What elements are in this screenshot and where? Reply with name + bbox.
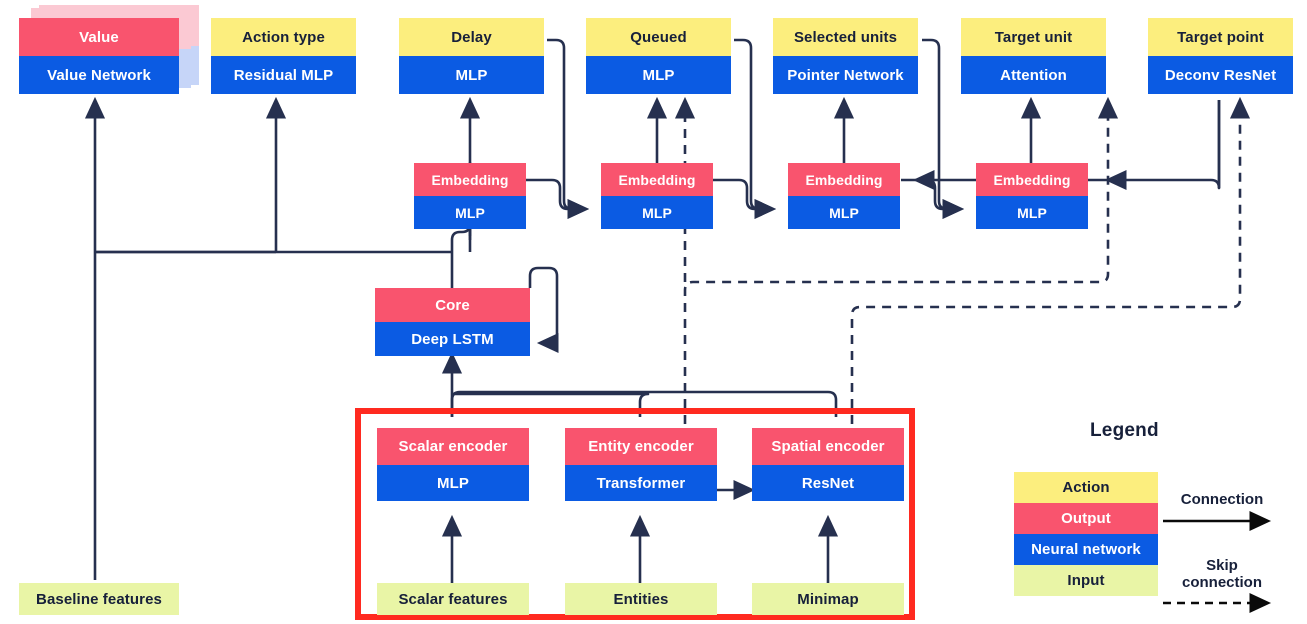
legend-skip-connection-label: Skip connection bbox=[1181, 557, 1262, 591]
node-entity-encoder-output-label: Entity encoder bbox=[565, 428, 717, 465]
node-entities-label: Entities bbox=[565, 583, 717, 615]
node-embedding-1-output-label: Embedding bbox=[414, 163, 526, 196]
wire-embedding2-to-embedding3 bbox=[713, 178, 777, 220]
node-entity-encoder-network-label: Transformer bbox=[565, 465, 717, 501]
wire-delay-to-embedding-2 bbox=[547, 38, 590, 220]
legend-connection-label: Connection bbox=[1180, 491, 1264, 508]
node-scalar-encoder-output-label: Scalar encoder bbox=[377, 428, 529, 465]
node-minimap[interactable]: Minimap bbox=[752, 583, 904, 615]
node-embedding-1[interactable]: Embedding MLP bbox=[414, 163, 526, 229]
node-value-action-label: Value bbox=[19, 18, 179, 56]
node-target-unit-action-label: Target unit bbox=[961, 18, 1106, 56]
node-scalar-encoder[interactable]: Scalar encoder MLP bbox=[377, 428, 529, 501]
node-spatial-encoder-network-label: ResNet bbox=[752, 465, 904, 501]
node-embedding-3[interactable]: Embedding MLP bbox=[788, 163, 900, 229]
node-delay-action-label: Delay bbox=[399, 18, 544, 56]
node-scalar-features-label: Scalar features bbox=[377, 583, 529, 615]
node-embedding-2-output-label: Embedding bbox=[601, 163, 713, 196]
node-minimap-label: Minimap bbox=[752, 583, 904, 615]
node-spatial-encoder[interactable]: Spatial encoder ResNet bbox=[752, 428, 904, 501]
node-selected-units[interactable]: Selected units Pointer Network bbox=[773, 18, 918, 94]
node-embedding-3-output-label: Embedding bbox=[788, 163, 900, 196]
node-target-point[interactable]: Target point Deconv ResNet bbox=[1148, 18, 1293, 94]
node-action-type-network-label: Residual MLP bbox=[211, 56, 356, 94]
wire-bus-into-embedding-4 bbox=[1104, 100, 1221, 191]
node-baseline-features-label: Baseline features bbox=[19, 583, 179, 615]
legend-swatch-stack: Action Output Neural network Input bbox=[1014, 472, 1158, 596]
node-selected-units-network-label: Pointer Network bbox=[773, 56, 918, 94]
node-selected-units-action-label: Selected units bbox=[773, 18, 918, 56]
node-core-network-label: Deep LSTM bbox=[375, 322, 530, 356]
legend-swatch-input: Input bbox=[1014, 565, 1158, 596]
node-embedding-3-network-label: MLP bbox=[788, 196, 900, 229]
node-baseline-features[interactable]: Baseline features bbox=[19, 583, 179, 615]
node-target-point-network-label: Deconv ResNet bbox=[1148, 56, 1293, 94]
node-delay-network-label: MLP bbox=[399, 56, 544, 94]
skip-spatial-to-target-point bbox=[850, 104, 1242, 440]
skip-entity-to-target-unit bbox=[683, 104, 1110, 440]
node-queued[interactable]: Queued MLP bbox=[586, 18, 731, 94]
legend-swatch-neural-network: Neural network bbox=[1014, 534, 1158, 565]
wire-queued-to-embedding-3 bbox=[734, 38, 777, 220]
node-core[interactable]: Core Deep LSTM bbox=[375, 288, 530, 356]
node-action-type[interactable]: Action type Residual MLP bbox=[211, 18, 356, 94]
node-embedding-2[interactable]: Embedding MLP bbox=[601, 163, 713, 229]
legend-swatch-output: Output bbox=[1014, 503, 1158, 534]
node-entities[interactable]: Entities bbox=[565, 583, 717, 615]
node-delay[interactable]: Delay MLP bbox=[399, 18, 544, 94]
wire-entity-to-core-bus bbox=[452, 392, 650, 417]
node-queued-network-label: MLP bbox=[586, 56, 731, 94]
node-target-unit[interactable]: Target unit Attention bbox=[961, 18, 1106, 94]
node-value-network-label: Value Network bbox=[19, 56, 179, 94]
node-entity-encoder[interactable]: Entity encoder Transformer bbox=[565, 428, 717, 501]
node-scalar-encoder-network-label: MLP bbox=[377, 465, 529, 501]
node-target-point-action-label: Target point bbox=[1148, 18, 1293, 56]
legend-swatch-action: Action bbox=[1014, 472, 1158, 503]
node-embedding-4-output-label: Embedding bbox=[976, 163, 1088, 196]
node-core-output-label: Core bbox=[375, 288, 530, 322]
legend-title: Legend bbox=[1090, 420, 1159, 441]
wire-core-recurrent-loop bbox=[528, 266, 559, 354]
wire-embedding1-to-embedding2 bbox=[526, 178, 590, 220]
node-action-type-action-label: Action type bbox=[211, 18, 356, 56]
encoder-highlight-box bbox=[355, 408, 915, 620]
node-queued-action-label: Queued bbox=[586, 18, 731, 56]
node-embedding-2-network-label: MLP bbox=[601, 196, 713, 229]
node-embedding-4[interactable]: Embedding MLP bbox=[976, 163, 1088, 229]
node-embedding-4-network-label: MLP bbox=[976, 196, 1088, 229]
wire-embedding3-to-embedding4 bbox=[901, 178, 965, 220]
node-embedding-1-network-label: MLP bbox=[414, 196, 526, 229]
wire-selected-units-to-embedding-4 bbox=[922, 38, 965, 220]
node-spatial-encoder-output-label: Spatial encoder bbox=[752, 428, 904, 465]
node-target-unit-network-label: Attention bbox=[961, 56, 1106, 94]
node-scalar-features[interactable]: Scalar features bbox=[377, 583, 529, 615]
node-value[interactable]: Value Value Network bbox=[19, 18, 179, 94]
